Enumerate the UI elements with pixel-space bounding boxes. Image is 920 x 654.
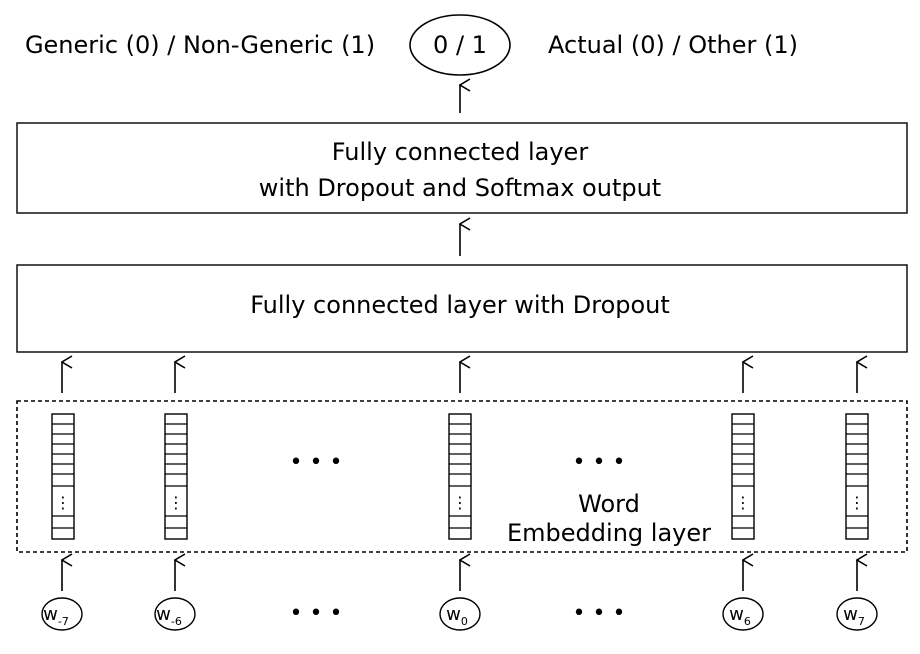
word-node-w0: w0 xyxy=(439,597,481,631)
embedding-vector-w6: ⋮ xyxy=(731,413,755,540)
word-subscript: 6 xyxy=(744,615,751,628)
word-to-embedding-arrows xyxy=(62,560,857,591)
svg-text:w6: w6 xyxy=(729,604,751,628)
embedding-vector-w-6: ⋮ xyxy=(164,413,188,540)
word-node-w7: w7 xyxy=(836,597,878,631)
word-subscript: 7 xyxy=(858,615,865,628)
embedding-cell-ellipsis: ⋮ xyxy=(168,493,184,512)
word-node-w-7: w-7 xyxy=(41,597,83,631)
embedding-vector-w7: ⋮ xyxy=(845,413,869,540)
embedding-ellipsis-right: • • • xyxy=(573,450,626,475)
embedding-ellipsis-left: • • • xyxy=(290,450,343,475)
word-base: w xyxy=(156,604,171,625)
output-node xyxy=(409,14,511,76)
word-base: w xyxy=(43,604,58,625)
embedding-layer-label-line1: Word xyxy=(578,490,640,518)
word-node-w6: w6 xyxy=(722,597,764,631)
fc-softmax-layer-box xyxy=(16,122,908,214)
embedding-vector-w-7: ⋮ xyxy=(51,413,75,540)
word-base: w xyxy=(446,604,461,625)
output-node-label: 0 / 1 xyxy=(433,31,487,59)
word-subscript: -7 xyxy=(58,615,69,628)
fc-softmax-layer-line1: Fully connected layer xyxy=(332,138,589,166)
svg-text:w7: w7 xyxy=(843,604,865,628)
embedding-vector-w0: ⋮ xyxy=(448,413,472,540)
svg-text:w-7: w-7 xyxy=(43,604,69,628)
embedding-layer-label-line2: Embedding layer xyxy=(507,519,711,547)
fc-dropout-layer-box xyxy=(16,264,908,353)
output-left-label: Generic (0) / Non-Generic (1) xyxy=(25,31,375,59)
svg-text:w0: w0 xyxy=(446,604,468,628)
fc-softmax-layer-line2: with Dropout and Softmax output xyxy=(259,174,661,202)
word-subscript: -6 xyxy=(171,615,182,628)
embedding-cell-ellipsis: ⋮ xyxy=(735,493,751,512)
embedding-cell-ellipsis: ⋮ xyxy=(849,493,865,512)
word-subscript: 0 xyxy=(461,615,468,628)
word-node-w-6: w-6 xyxy=(154,597,196,631)
word-base: w xyxy=(843,604,858,625)
output-right-label: Actual (0) / Other (1) xyxy=(548,31,798,59)
svg-text:w-6: w-6 xyxy=(156,604,182,628)
embedding-to-fc-arrows xyxy=(62,362,857,393)
word-base: w xyxy=(729,604,744,625)
embedding-layer-box xyxy=(16,400,908,553)
embedding-cell-ellipsis: ⋮ xyxy=(452,493,468,512)
fc-dropout-layer-label: Fully connected layer with Dropout xyxy=(250,291,670,319)
word-ellipsis-right: • • • xyxy=(573,601,626,626)
embedding-cell-ellipsis: ⋮ xyxy=(55,493,71,512)
word-ellipsis-left: • • • xyxy=(290,601,343,626)
